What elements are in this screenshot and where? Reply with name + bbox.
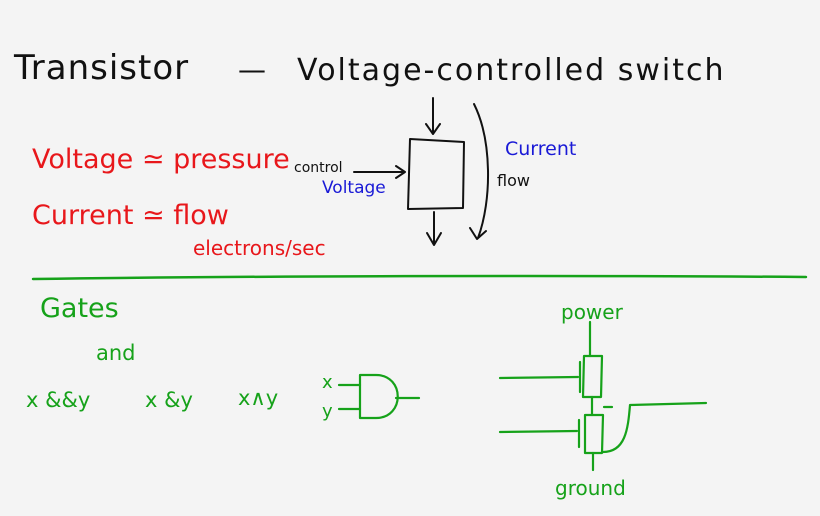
transistor-box [407,138,465,210]
title-dash: — [238,53,266,86]
transistor-upper [581,354,604,399]
power-label: power [561,300,623,324]
and-notation-single: x &y [145,388,193,412]
gate-input-y-label: y [322,401,333,422]
control-arrow [353,165,406,179]
section-divider [31,274,808,281]
input-line-lower [498,429,579,434]
output-wire [601,401,708,454]
and-gate-symbol [358,373,399,420]
voltage-analogy: Voltage ≃ pressure [32,144,290,175]
gates-heading: Gates [40,293,119,324]
and-label: and [96,341,136,365]
current-label: Current [505,138,577,160]
ground-label: ground [555,476,626,500]
page-title: Transistor [14,48,190,88]
flow-label: flow [497,171,530,190]
voltage-label: Voltage [322,178,386,198]
current-analogy: Current ≃ flow [32,200,229,231]
bottom-arrow [426,211,442,246]
and-notation-wedge: x∧y [238,386,279,410]
control-label: control [294,160,343,176]
gate-input-x-label: x [322,372,333,393]
current-flow-arrow [469,103,489,240]
transistor-lower [583,413,605,455]
current-unit: electrons/sec [193,236,326,260]
top-arrow [425,97,441,135]
and-notation-double: x &&y [26,388,91,412]
page-subtitle: Voltage-controlled switch [297,53,726,88]
input-line-upper [498,375,580,380]
